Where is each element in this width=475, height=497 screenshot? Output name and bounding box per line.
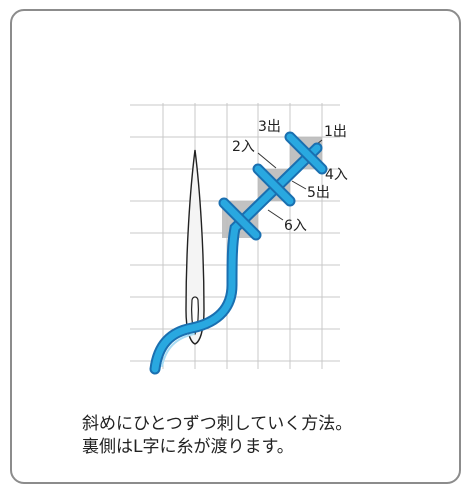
label-step-2: 2入 (232, 139, 255, 155)
caption-line-2: 裏側はL字に糸が渡ります。 (82, 437, 294, 457)
label-step-5: 5出 (307, 185, 330, 201)
label-step-6: 6入 (284, 218, 307, 234)
sewing-needle-icon (185, 149, 205, 345)
cross-stitch-3 (218, 197, 262, 241)
embroidery-thread (149, 142, 323, 375)
label-step-3: 3出 (258, 119, 281, 135)
label-step-1: 1出 (324, 124, 347, 140)
caption: 斜めにひとつずつ刺していく方法。 裏側はL字に糸が渡ります。 (82, 413, 462, 459)
cross-stitch-2 (252, 163, 296, 207)
cross-stitch-1 (284, 131, 328, 175)
caption-line-1: 斜めにひとつずつ刺していく方法。 (82, 414, 353, 434)
label-step-4: 4入 (325, 167, 348, 183)
